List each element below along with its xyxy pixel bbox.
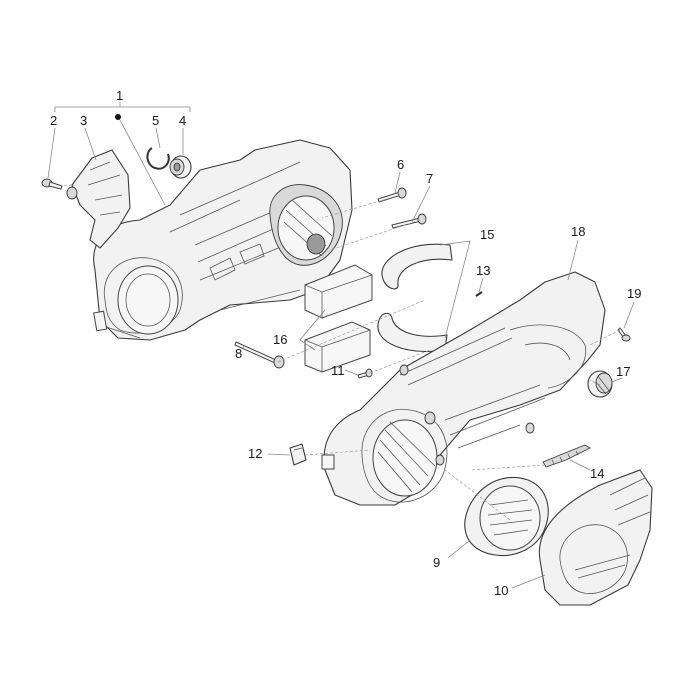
right-transmission-cover [321, 271, 606, 506]
long-bolt-8 [234, 341, 285, 369]
assembly-lines [61, 184, 621, 521]
callout-9: 9 [433, 555, 440, 570]
cap-17 [587, 370, 613, 398]
callout-10: 10 [494, 583, 508, 598]
left-transmission-cover [93, 139, 353, 341]
screw-2 [41, 178, 63, 190]
callout-6: 6 [397, 157, 404, 172]
bearing-4 [169, 155, 192, 179]
callout-13: 13 [476, 263, 490, 278]
half-shell-pad-15 [377, 243, 453, 352]
callout-19: 19 [627, 286, 641, 301]
callout-7: 7 [426, 171, 433, 186]
callout-1: 1 [116, 88, 123, 103]
rubber-strip-14 [542, 444, 591, 468]
callout-16: 16 [273, 332, 287, 347]
callout-5: 5 [152, 113, 159, 128]
callout-18: 18 [571, 224, 585, 239]
inner-grille-cover-9 [464, 476, 549, 557]
air-inlet-bracket [66, 149, 131, 249]
callout-17: 17 [616, 364, 630, 379]
callout-14: 14 [590, 466, 604, 481]
callout-3: 3 [80, 113, 87, 128]
circlip-5 [146, 147, 170, 170]
screw-19 [617, 327, 631, 342]
leader-lines [47, 119, 635, 589]
screw-11 [357, 368, 373, 379]
clip-12 [289, 443, 307, 466]
pin-13 [475, 291, 483, 297]
callout-4: 4 [179, 113, 186, 128]
callout-12: 12 [248, 446, 262, 461]
callout-11: 11 [331, 363, 345, 378]
assembly-bracket [54, 102, 191, 120]
callout-15: 15 [480, 227, 494, 242]
foam-block-16b [304, 321, 371, 373]
callout-8: 8 [235, 346, 242, 361]
bolt-7 [391, 213, 427, 229]
foam-block-16a [304, 264, 373, 319]
bolt-6 [377, 187, 407, 203]
callout-labels: 1 2 3 5 4 6 7 15 18 13 19 16 8 17 11 12 … [50, 88, 641, 598]
callout-2: 2 [50, 113, 57, 128]
outer-cover-10 [538, 469, 653, 606]
